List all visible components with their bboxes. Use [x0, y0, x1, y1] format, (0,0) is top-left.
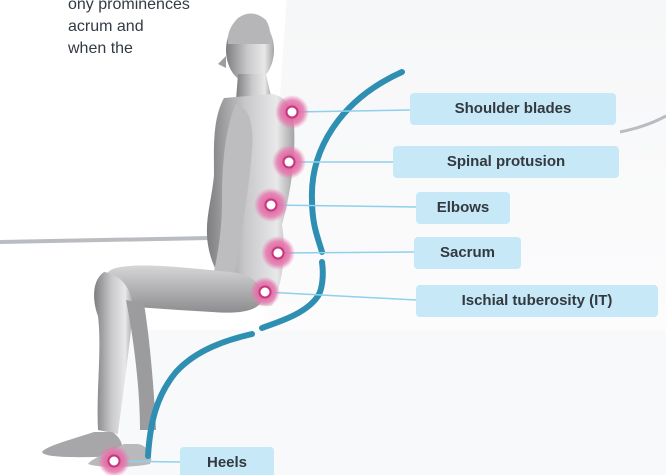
marker-shoulder-blades: [275, 95, 309, 129]
marker-sacrum: [261, 236, 295, 270]
label-spinal-protusion: Spinal protusion: [393, 146, 619, 178]
marker-spinal-protusion: [272, 145, 306, 179]
chair-leg-curve: [148, 334, 252, 456]
label-sacrum: Sacrum: [414, 237, 521, 269]
marker-elbows: [254, 188, 288, 222]
guide-line-left: [0, 238, 210, 242]
label-elbows: Elbows: [416, 192, 510, 224]
label-heels: Heels: [180, 447, 274, 475]
guide-line-right: [620, 116, 666, 132]
label-shoulder-blades: Shoulder blades: [410, 93, 616, 125]
marker-ischial-tuberosity: [250, 277, 280, 307]
label-ischial-tuberosity: Ischial tuberosity (IT): [416, 285, 658, 317]
